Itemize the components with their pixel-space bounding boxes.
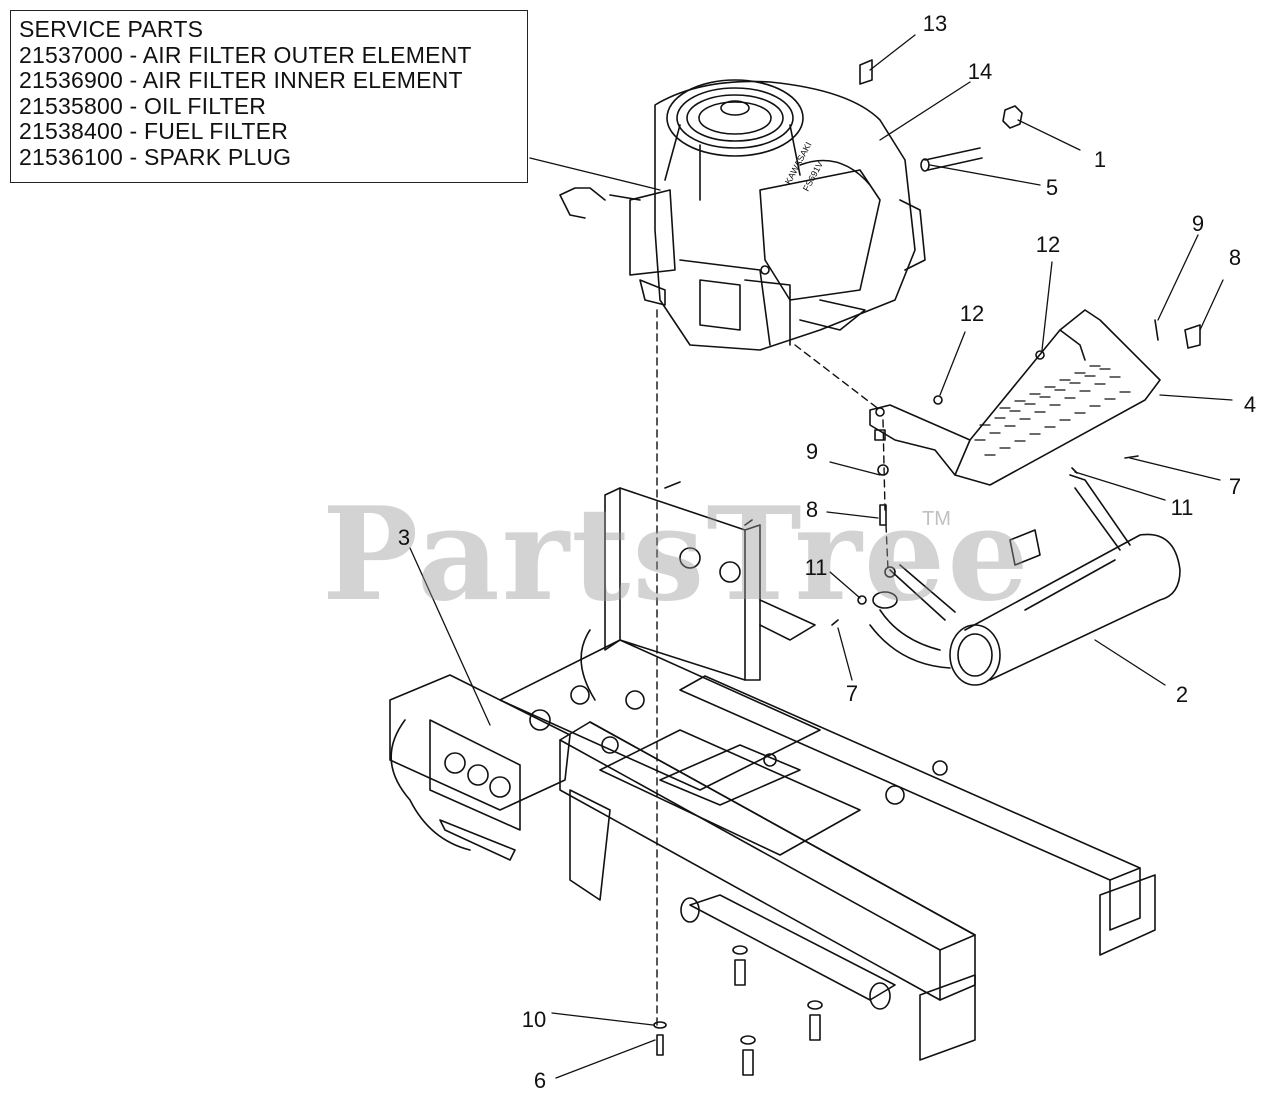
callout-6[interactable]: 6 xyxy=(533,1068,547,1093)
callout-8-top[interactable]: 8 xyxy=(1228,245,1242,270)
service-parts-legend: SERVICE PARTS 21537000 - AIR FILTER OUTE… xyxy=(10,10,528,183)
mower-frame xyxy=(389,481,1156,1061)
callout-4[interactable]: 4 xyxy=(1243,392,1257,417)
callout-1[interactable]: 1 xyxy=(1093,147,1107,172)
callout-11-right[interactable]: 11 xyxy=(1170,495,1194,520)
engine-assembly xyxy=(559,79,926,351)
leader-lines xyxy=(409,34,1233,1079)
callout-11-mid[interactable]: 11 xyxy=(804,555,828,580)
callout-10[interactable]: 10 xyxy=(521,1007,547,1032)
callout-8-mid[interactable]: 8 xyxy=(805,497,819,522)
muffler xyxy=(869,474,1181,686)
assembly-dashed-lines xyxy=(656,309,889,1026)
callout-7-mid[interactable]: 7 xyxy=(845,681,859,706)
callout-13[interactable]: 13 xyxy=(922,11,948,36)
hardware-parts xyxy=(653,59,1201,1076)
callout-7-right[interactable]: 7 xyxy=(1228,474,1242,499)
callout-9-mid[interactable]: 9 xyxy=(805,439,819,464)
callout-2[interactable]: 2 xyxy=(1175,682,1189,707)
callout-3[interactable]: 3 xyxy=(397,525,411,550)
callout-9-top[interactable]: 9 xyxy=(1191,211,1205,236)
legend-item-oil-filter: 21535800 - OIL FILTER xyxy=(19,92,267,119)
callout-5[interactable]: 5 xyxy=(1045,175,1059,200)
heat-shield xyxy=(869,309,1161,486)
legend-title: SERVICE PARTS xyxy=(19,16,204,42)
legend-item-spark-plug: 21536100 - SPARK PLUG xyxy=(19,143,292,170)
engine-label-model: FS691V xyxy=(801,160,825,193)
parts-tree-watermark: PartsTree xyxy=(322,480,1031,630)
callout-14[interactable]: 14 xyxy=(967,59,993,84)
callout-12-top[interactable]: 12 xyxy=(1035,232,1061,257)
legend-item-air-filter-inner: 21536900 - AIR FILTER INNER ELEMENT xyxy=(19,67,463,94)
trademark-mark: TM xyxy=(922,508,951,530)
legend-item-fuel-filter: 21538400 - FUEL FILTER xyxy=(19,118,289,145)
callout-12-mid[interactable]: 12 xyxy=(959,301,985,326)
legend-item-air-filter-outer: 21537000 - AIR FILTER OUTER ELEMENT xyxy=(19,41,472,68)
